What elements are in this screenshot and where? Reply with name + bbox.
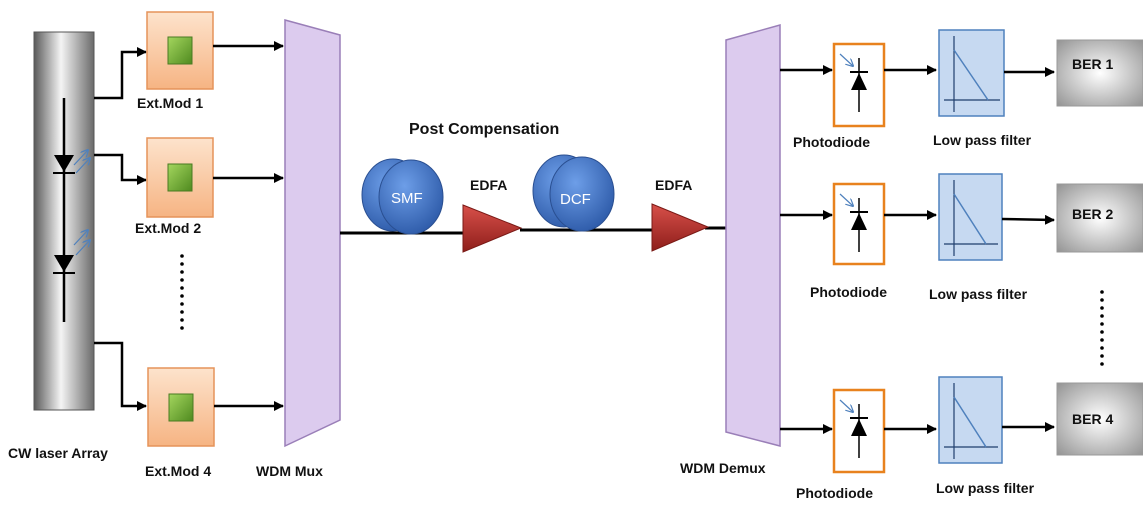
modulator-ellipsis — [180, 254, 184, 330]
photodiode-4-label: Photodiode — [796, 485, 873, 501]
modulator-4-label: Ext.Mod 4 — [145, 463, 211, 479]
dcf-spool — [532, 154, 615, 232]
modulator-2-label: Ext.Mod 2 — [135, 220, 201, 236]
ber-4-label: BER 4 — [1072, 411, 1113, 427]
modulator-square-icon — [167, 36, 193, 65]
laser-array-label: CW laser Array — [8, 445, 108, 461]
dcf-label: DCF — [560, 191, 591, 208]
low-pass-filter-4-label: Low pass filter — [936, 480, 1035, 496]
laser-diode-icon — [53, 230, 90, 274]
receiver-ellipsis — [1100, 290, 1104, 366]
photodiode-1-label: Photodiode — [793, 134, 870, 150]
low-pass-filter-2 — [938, 173, 1003, 261]
modulator-square-icon — [168, 393, 194, 422]
smf-label: SMF — [391, 190, 423, 207]
photodiode-2 — [832, 182, 886, 266]
modulator-1-label: Ext.Mod 1 — [137, 95, 203, 111]
photodiode-2-label: Photodiode — [810, 284, 887, 300]
edfa-1-label: EDFA — [470, 177, 507, 193]
edfa-amplifier-1 — [462, 204, 523, 253]
low-pass-filter-4 — [938, 376, 1003, 464]
edfa-amplifier-2 — [651, 203, 710, 252]
post-compensation-title: Post Compensation — [409, 121, 559, 138]
wdm-mux-label: WDM Mux — [256, 463, 323, 479]
modulator-square-icon — [167, 163, 193, 192]
modulator-2 — [146, 137, 214, 218]
smf-spool — [361, 158, 444, 235]
modulator-1 — [146, 11, 214, 90]
wdm-demux — [725, 24, 781, 447]
photodiode-4 — [832, 388, 886, 474]
low-pass-filter-2-label: Low pass filter — [929, 286, 1028, 302]
ber-analyzer-1 — [1056, 39, 1143, 107]
laser-diode-icon — [53, 150, 90, 174]
ber-analyzer-4 — [1056, 382, 1143, 456]
low-pass-filter-1 — [938, 29, 1005, 117]
photodiode-1 — [832, 42, 886, 128]
ber-analyzer-2 — [1056, 183, 1143, 253]
wdm-demux-label: WDM Demux — [680, 460, 766, 476]
ber-1-label: BER 1 — [1072, 56, 1113, 72]
low-pass-filter-1-label: Low pass filter — [933, 132, 1032, 148]
cw-laser-array — [33, 31, 95, 411]
modulator-4 — [147, 367, 215, 447]
wdm-mux — [284, 19, 341, 448]
edfa-2-label: EDFA — [655, 177, 692, 193]
ber-2-label: BER 2 — [1072, 206, 1113, 222]
